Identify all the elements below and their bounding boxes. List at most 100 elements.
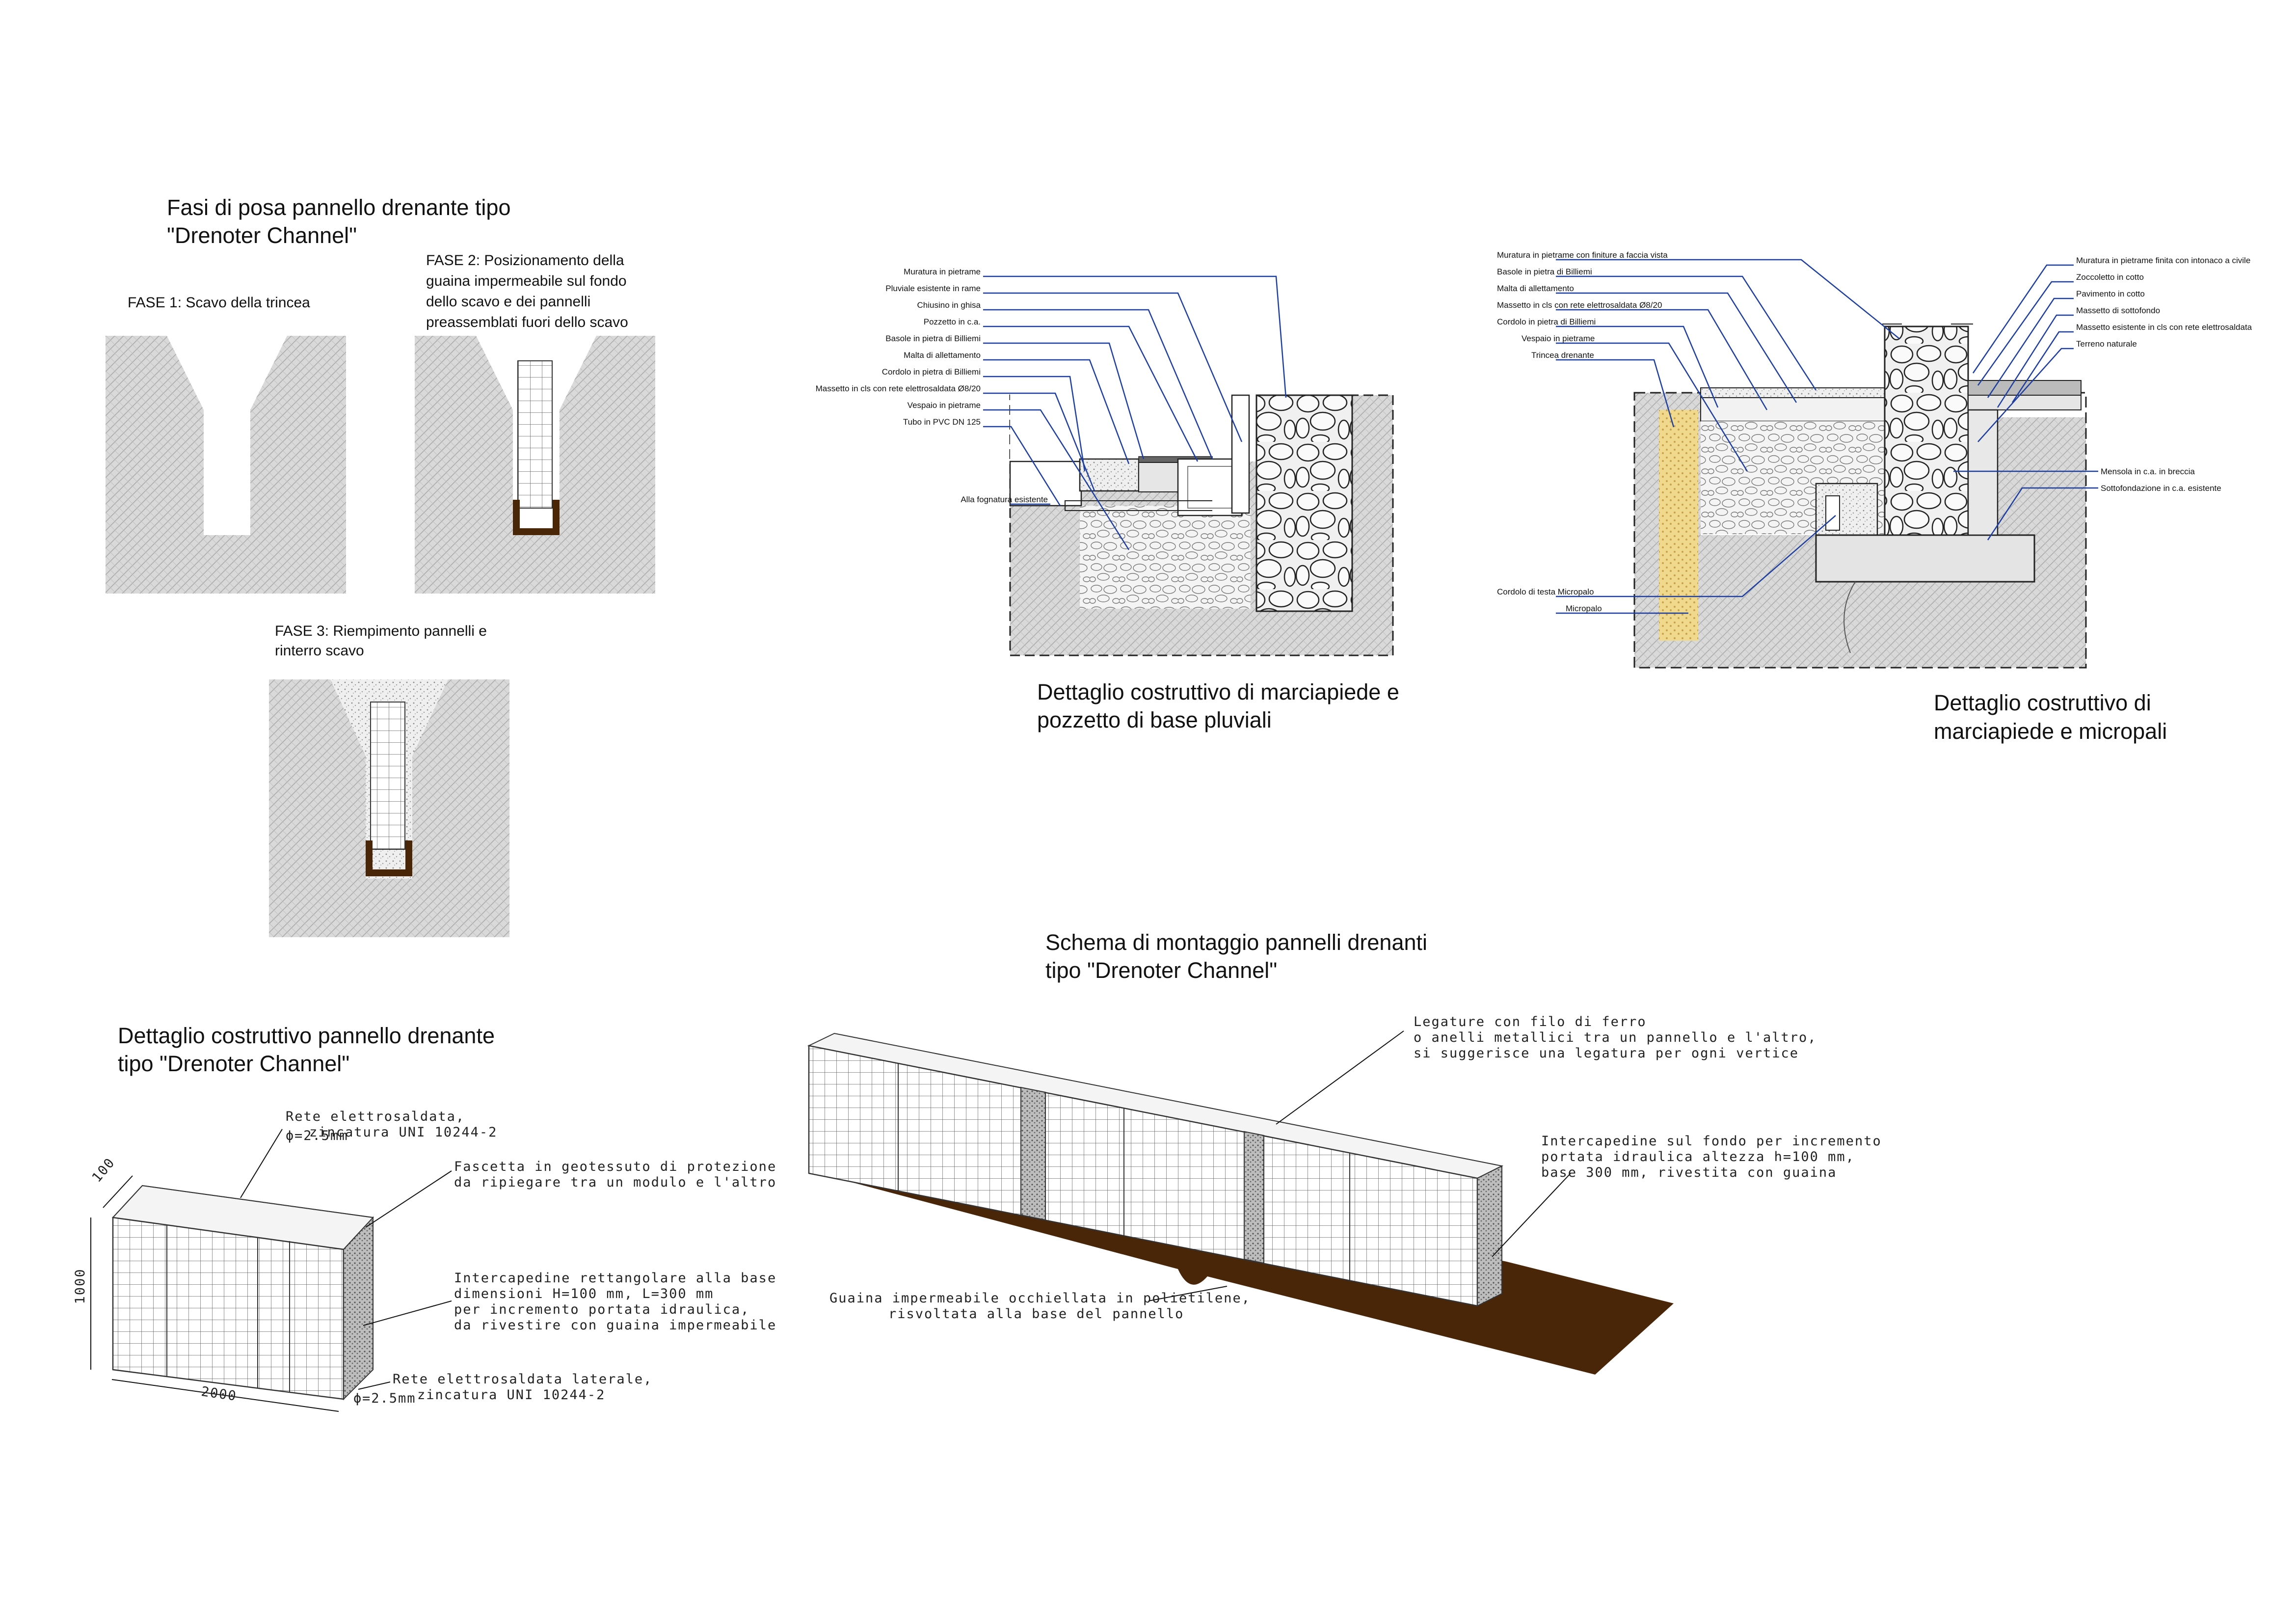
micropali-right-label-6: Terreno naturale [2076,339,2137,349]
micropali-right-label-3: Pavimento in cotto [2076,289,2145,298]
micropali-left-label-7: Trincea drenante [1531,351,1594,360]
fase2-line-3: dello scavo e dei pannelli [426,294,590,310]
pluviali-label-1: Muratura in pietrame [904,267,981,276]
assembly-note-guaina: Guaina impermeabile occhiellata in polie… [829,1291,1251,1322]
intercapedine-line3: per incremento portata idraulica, [454,1302,749,1317]
micropali-right-label-7: Mensola in c.a. in breccia [2101,467,2195,476]
phi-top: =2.5mm [294,1128,348,1143]
micropali-title-line1: Dettaglio costruttivo di [1934,690,2151,715]
assembly-title-line2: tipo "Drenoter Channel" [1045,958,1277,983]
micropali-left-label-5: Cordolo in pietra di Billiemi [1497,317,1596,326]
micropali-left-label-2: Basole in pietra di Billiemi [1497,267,1592,276]
panel-detail-title-line2: tipo "Drenoter Channel" [118,1051,349,1076]
micropali-labels-left: Muratura in pietrame con finiture a facc… [1497,250,1668,613]
phi-bottom-symbol: ϕ [353,1391,362,1406]
micropali-left-label-4: Massetto in cls con rete elettrosaldata … [1497,300,1662,310]
phases-section: Fasi di posa pannello drenante tipo "Dre… [106,195,655,937]
assembly-note-intercapedine: Intercapedine sul fondo per incremento p… [1541,1134,1882,1180]
assembly-intercapedine-line1: Intercapedine sul fondo per incremento [1541,1134,1882,1149]
phases-title-line1: Fasi di posa pannello drenante tipo [167,195,511,220]
assembly-intercapedine-line2: portata idraulica altezza h=100 mm, [1541,1149,1855,1164]
panel-detail-title-line1: Dettaglio costruttivo pannello drenante [118,1023,495,1048]
pluviali-label-10: Tubo in PVC DN 125 [903,417,981,427]
dim-1000: 1000 [73,1268,88,1304]
assembly-title-line1: Schema di montaggio pannelli drenanti [1045,930,1427,955]
fase3-line-1: FASE 3: Riempimento pannelli e [275,623,487,639]
detail-pluviali: Muratura in pietrame Pluviale esistente … [816,267,1399,732]
panel-note-geotessuto: Fascetta in geotessuto di protezione da … [454,1159,776,1190]
phases-title-line2: "Drenoter Channel" [167,223,357,248]
guaina-line2: risvoltata alla base del pannello [888,1306,1184,1322]
micropali-left-label-8: Cordolo di testa Micropalo [1497,587,1594,596]
assembly-note-legature: Legature con filo di ferro o anelli meta… [1414,1014,1817,1061]
fase2-trench [415,336,655,594]
phi-top-symbol: ϕ [286,1128,294,1143]
dim-2000: 2000 [200,1384,238,1404]
detail-micropali: Muratura in pietrame con finiture a facc… [1497,250,2252,744]
pluviali-label-9: Vespaio in pietrame [908,401,981,410]
assembly-leaders [1148,1030,1571,1301]
micropali-left-label-9: Micropalo [1566,604,1602,613]
micropali-right-label-4: Massetto di sottofondo [2076,306,2160,315]
pluviali-title-line1: Dettaglio costruttivo di marciapiede e [1037,679,1399,704]
fase2-line-2: guaina impermeabile sul fondo [426,273,627,289]
rete-lat-line2: zincatura UNI 10244-2 [417,1387,605,1403]
micropali-leaders-left [1556,259,1900,614]
fase2-text: FASE 2: Posizionamento della guaina impe… [426,252,628,330]
micropali-left-label-1: Muratura in pietrame con finiture a facc… [1497,250,1668,260]
pluviali-label-8: Massetto in cls con rete elettrosaldata … [816,384,981,393]
micropali-right-label-1: Muratura in pietrame finita con intonaco… [2076,256,2250,265]
legature-line2: o anelli metallici tra un pannello e l'a… [1414,1030,1817,1045]
panel-note-intercapedine: Intercapedine rettangolare alla base dim… [454,1271,776,1333]
micropali-right-label-2: Zoccoletto in cotto [2076,272,2144,282]
pluviali-leaders [983,275,1287,550]
pluviali-label-3: Chiusino in ghisa [917,300,981,310]
assembly-panels [807,1032,1504,1307]
rete-top-line1: Rete elettrosaldata, [286,1109,465,1124]
assembly-intercapedine-line3: base 300 mm, rivestita con guaina [1541,1165,1837,1180]
legature-line1: Legature con filo di ferro [1414,1014,1647,1029]
fase1-label: FASE 1: Scavo della trincea [128,295,310,311]
pluviali-label-2: Pluviale esistente in rame [885,284,981,293]
micropali-left-label-3: Malta di allettamento [1497,284,1574,293]
pluviali-label-7: Cordolo in pietra di Billiemi [882,367,981,377]
fase3-trench [269,679,509,937]
rete-lat-line1: Rete elettrosaldata laterale, [393,1372,652,1387]
intercapedine-line2: dimensioni H=100 mm, L=300 mm [454,1286,714,1301]
micropali-left-label-6: Vespaio in pietrame [1522,334,1595,343]
fase2-line-1: FASE 2: Posizionamento della [426,252,624,269]
micropali-leaders-right [1953,264,2098,541]
panel-note-rete-laterale: Rete elettrosaldata laterale, zincatura … [353,1372,652,1406]
pluviali-labels: Muratura in pietrame Pluviale esistente … [816,267,1048,504]
pluviali-label-5: Basole in pietra di Billiemi [885,334,981,343]
micropali-right-label-8: Sottofondazione in c.a. esistente [2101,484,2221,493]
intercapedine-line1: Intercapedine rettangolare alla base [454,1271,776,1286]
panel-note-rete-top: Rete elettrosaldata, zincatura UNI 10244… [286,1109,497,1143]
fase3-text: FASE 3: Riempimento pannelli e rinterro … [275,623,487,659]
pluviali-label-6: Malta di allettamento [904,351,981,360]
pluviali-section-drawing [1009,378,1394,656]
micropali-section-drawing [1633,324,2087,669]
guaina-line1: Guaina impermeabile occhiellata in polie… [829,1291,1251,1306]
intercapedine-line4: da rivestire con guaina impermeabile [454,1318,776,1333]
fase3-line-2: rinterro scavo [275,643,364,659]
panel-leaders [240,1129,452,1390]
fase1-trench [106,336,346,594]
pluviali-label-4: Pozzetto in c.a. [924,317,981,326]
panel-detail: Dettaglio costruttivo pannello drenante … [73,1023,776,1412]
micropali-title-line2: marciapiede e micropali [1934,719,2167,744]
fase2-line-4: preassemblati fuori dello scavo [426,314,628,330]
micropali-right-label-5: Massetto esistente in cls con rete elett… [2076,323,2252,332]
rete-top-line2: zincatura UNI 10244-2 [309,1125,497,1140]
assembly: Schema di montaggio pannelli drenanti ti… [807,930,1882,1375]
phi-bottom: =2.5mm [362,1391,416,1406]
geotessuto-line1: Fascetta in geotessuto di protezione [454,1159,776,1174]
pluviali-label-11: Alla fognatura esistente [961,495,1048,504]
micropali-labels-right: Muratura in pietrame finita con intonaco… [2076,256,2252,493]
pluviali-title-line2: pozzetto di base pluviali [1037,707,1272,732]
legature-line3: si suggerisce una legatura per ogni vert… [1414,1046,1799,1061]
dim-100: 100 [89,1155,118,1186]
geotessuto-line2: da ripiegare tra un modulo e l'altro [454,1175,776,1190]
panel-isometric-drawing [111,1185,374,1401]
